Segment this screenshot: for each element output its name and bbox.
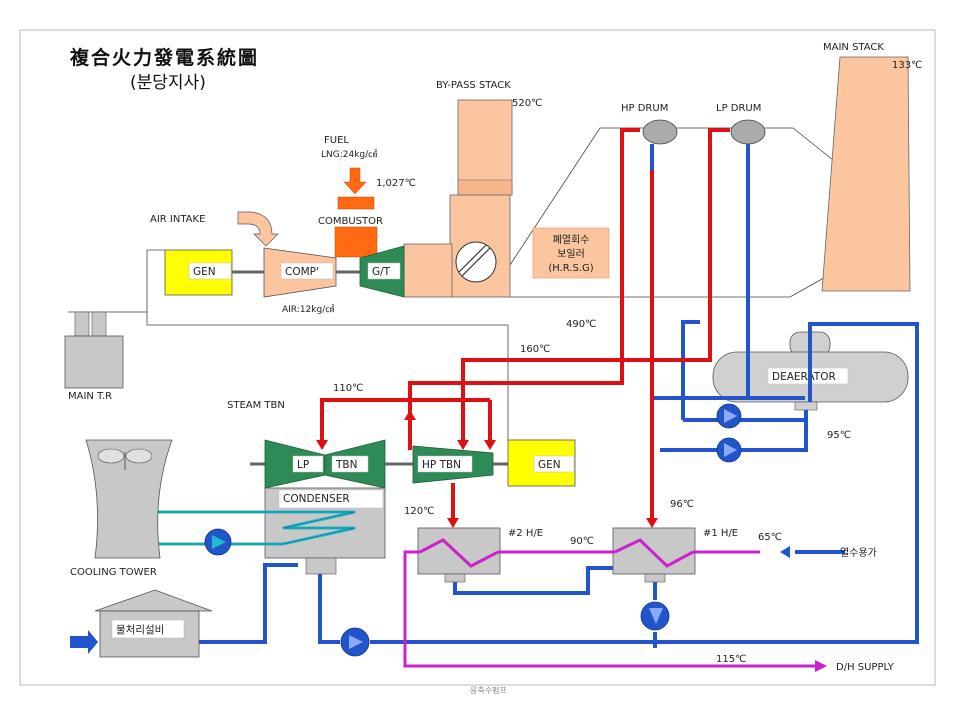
temp-65: 65℃ [758,532,782,543]
pump-icon [716,403,742,429]
hrsg-label-3: (H.R.S.G) [548,263,593,274]
page-title: 複合火力發電系統圖 [69,46,259,69]
lp-drum-label: LP DRUM [716,103,761,114]
lp-label: LP [297,459,309,471]
district-heating-lines [403,538,815,668]
compressor-label: COMP' [285,266,319,278]
fuel-arrow-icon [343,167,367,195]
gt-generator-label: GEN [193,266,216,278]
hotwell [305,557,337,575]
steam-tbn-label: STEAM TBN [227,400,285,411]
temp-160: 160℃ [520,344,550,355]
pump-icon [716,437,742,463]
heat-exchanger-1 [612,527,696,575]
main-stack-label: MAIN STACK [823,42,884,53]
water-treatment-roof [94,589,213,612]
deaerator-label: DEAERATOR [772,371,836,383]
water-treatment-label: 물처리설비 [116,624,164,636]
bypass-damper [457,179,513,196]
hrsg-label-box [532,227,610,279]
hp-tbn-label: HP TBN [422,459,461,471]
combustor-label: COMBUSTOR [318,216,383,227]
hrsg-label-1: 폐열회수 [553,234,590,246]
pump-icon [340,627,370,657]
dh-supply-label: D/H SUPPLY [836,662,895,673]
combustor-temp: 1,027℃ [376,178,416,189]
combustor-top [337,196,375,210]
temp-110: 110℃ [333,383,363,394]
lp-drum [730,119,766,145]
gt-exhaust-duct [403,243,453,298]
main-tr-label: MAIN T.R [68,391,112,402]
bypass-stack-temp: 520℃ [512,98,542,109]
bypass-stack-label: BY-PASS STACK [436,80,511,91]
air-intake-label: AIR INTAKE [150,214,205,225]
cooling-tower-label: COOLING TOWER [70,567,157,578]
st-generator-label: GEN [538,459,561,471]
fuel-pressure: LNG:24kg/㎠ [321,149,377,160]
heat-exchanger-2 [417,527,501,575]
he1-label: #1 H/E [703,528,738,539]
main-stack-temp: 133℃ [892,60,922,71]
page-frame [19,29,936,686]
main-stack [821,56,911,292]
temp-120: 120℃ [404,506,434,517]
temp-95: 95℃ [827,430,851,441]
temp-490: 490℃ [566,319,596,330]
page-subtitle: (분당지사) [130,73,206,93]
condenser-label: CONDENSER [283,493,350,505]
air-intake-arrow-icon [237,211,279,247]
hp-drum-label: HP DRUM [621,103,668,114]
cooling-tower [85,439,173,559]
pump-icon [640,601,670,631]
tbn-label: TBN [335,459,357,471]
fuel-label: FUEL [324,135,349,146]
temp-96: 96℃ [670,499,694,510]
he2-label: #2 H/E [508,528,543,539]
bypass-stack [457,99,513,196]
pump-icon [204,528,232,556]
footer-note: 응축수펌프 [470,685,507,695]
hp-drum [642,119,678,145]
inlet-arrow-icon [70,630,98,654]
temp-90: 90℃ [570,536,594,547]
return-water-label: 열수용가 [840,547,877,559]
gas-turbine-label: G/T [372,266,391,278]
temp-115: 115℃ [716,654,746,665]
combustor [334,226,378,258]
hrsg-label-2: 보일러 [557,248,585,260]
main-transformer [64,311,124,389]
air-pressure: AIR:12kg/㎠ [282,304,334,315]
